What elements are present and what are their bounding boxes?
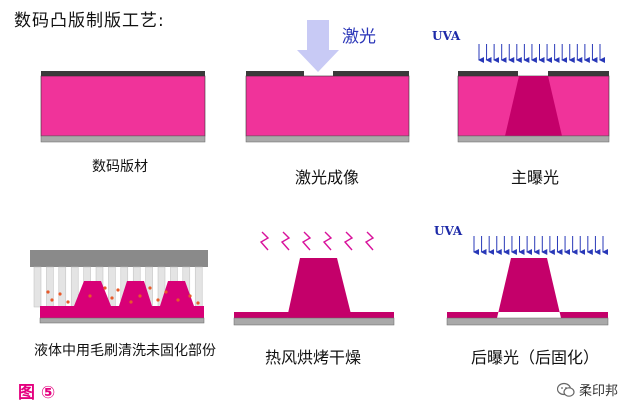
caption-step1: 数码版材	[92, 159, 148, 175]
laser-annotation: 激光	[342, 27, 376, 47]
brand-watermark: 柔印邦	[556, 380, 618, 399]
step1-mask-layer	[41, 71, 205, 76]
heat-wave	[301, 231, 312, 251]
step5-dry	[233, 231, 395, 326]
residue-speck	[188, 294, 192, 298]
residue-speck	[164, 290, 168, 294]
residue-speck	[110, 296, 114, 300]
bristle	[194, 266, 203, 308]
step2-polymer-layer	[245, 75, 410, 137]
caption-step6: 后曝光（后固化）	[470, 348, 599, 367]
step6-post: UVA	[434, 224, 609, 326]
bristle	[33, 266, 42, 308]
caption-step5: 热风烘烤干燥	[264, 348, 361, 367]
step3-cured-zone	[505, 76, 562, 136]
step4-base-layer	[39, 317, 205, 324]
residue-speck	[129, 300, 133, 304]
washed-residue	[46, 286, 200, 305]
caption-step3: 主曝光	[510, 168, 559, 187]
step2-plate: 激光	[245, 20, 410, 143]
residue-speck	[50, 298, 54, 302]
step3-plate: UVA	[432, 29, 610, 143]
residue-speck	[103, 286, 107, 290]
step5-base-layer	[233, 317, 395, 326]
caption-step2: 激光成像	[294, 168, 359, 187]
step4-wash	[30, 250, 208, 324]
step4-relief	[40, 281, 204, 318]
brand-name: 柔印邦	[578, 384, 618, 399]
heat-wave	[322, 231, 333, 251]
step5-relief	[234, 258, 394, 325]
heat-wave	[343, 231, 354, 251]
heat-wave	[259, 231, 270, 251]
heat-waves	[259, 231, 375, 251]
residue-speck	[138, 294, 142, 298]
step3-base-layer	[457, 135, 610, 143]
uva-arrows-bottom	[473, 236, 608, 255]
step5-floor	[234, 312, 290, 318]
heat-wave	[364, 231, 375, 251]
step1-polymer-layer	[40, 75, 206, 137]
residue-speck	[116, 288, 120, 292]
residue-speck	[58, 292, 62, 296]
bristle	[58, 266, 67, 308]
residue-speck	[176, 298, 180, 302]
step1-plate	[40, 71, 206, 143]
step3-mask-right	[548, 71, 609, 76]
brush-head	[30, 250, 208, 267]
residue-speck	[66, 300, 70, 304]
page-title: 数码凸版制版工艺:	[14, 11, 165, 31]
step6-base-layer	[446, 317, 609, 326]
figure-label: 图 ⑤	[18, 383, 56, 403]
residue-speck	[156, 298, 160, 302]
step6-relief	[447, 258, 608, 318]
uva-annotation-bottom: UVA	[434, 224, 463, 238]
step2-mask-left	[246, 71, 304, 76]
uva-arrows-top	[478, 44, 605, 63]
step2-mask-right	[333, 71, 409, 76]
uva-annotation-top: UVA	[432, 29, 461, 43]
step2-base-layer	[245, 135, 410, 143]
step3-mask-left	[458, 71, 518, 76]
residue-speck	[88, 294, 92, 298]
laser-arrow	[297, 20, 339, 72]
caption-step4: 液体中用毛刷清洗未固化部份	[34, 343, 216, 359]
wechat-icon	[556, 382, 575, 397]
residue-speck	[196, 301, 200, 305]
heat-wave	[280, 231, 291, 251]
step1-base-layer	[40, 135, 206, 143]
residue-speck	[46, 290, 50, 294]
step5-floor-right	[348, 312, 394, 318]
residue-speck	[148, 286, 152, 290]
bristle	[108, 266, 116, 308]
